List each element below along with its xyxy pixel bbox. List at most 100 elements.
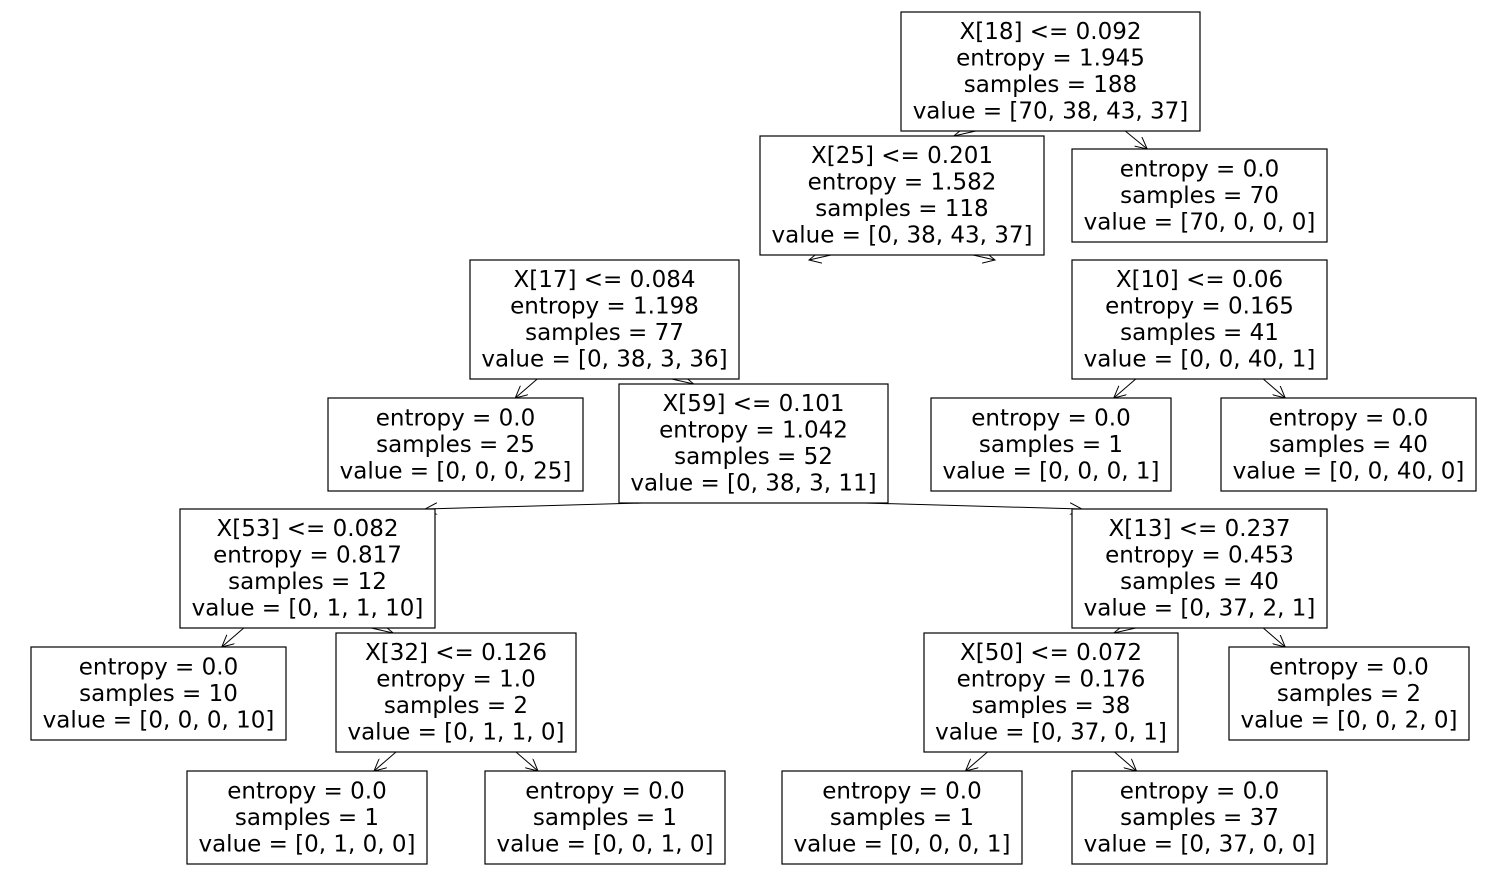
node-box <box>930 397 1172 492</box>
node-line: samples = 1 <box>979 432 1123 458</box>
node-box <box>923 632 1179 753</box>
node-line: value = [0, 38, 43, 37] <box>772 223 1033 249</box>
node-box <box>1228 646 1470 741</box>
edge-n1-n4 <box>972 255 995 260</box>
node-box <box>327 397 584 492</box>
node-line: samples = 70 <box>1120 183 1279 209</box>
node-line: X[18] <= 0.092 <box>960 19 1142 45</box>
node-box <box>759 135 1045 256</box>
node-line: samples = 25 <box>376 432 535 458</box>
node-line: entropy = 1.0 <box>376 667 535 693</box>
node-line: value = [0, 38, 3, 36] <box>481 347 727 373</box>
node-line: samples = 38 <box>972 693 1131 719</box>
edge-n3-n5 <box>515 378 538 398</box>
node-line: entropy = 0.0 <box>1120 778 1279 804</box>
node-line: samples = 1 <box>830 805 974 831</box>
node-line: entropy = 0.0 <box>525 778 684 804</box>
edge-n4-n8 <box>1262 378 1285 398</box>
node-line: entropy = 0.176 <box>957 667 1146 693</box>
edge-n12-n15 <box>374 751 397 771</box>
node-line: value = [0, 0, 40, 1] <box>1084 347 1316 373</box>
node-box <box>1071 259 1328 380</box>
edge-n6-n9 <box>425 502 643 509</box>
node-box <box>179 508 436 629</box>
node-line: samples = 52 <box>674 444 833 470</box>
edge-n9-n11 <box>222 627 245 647</box>
node-line: entropy = 1.198 <box>510 294 699 320</box>
edge-n3-n6 <box>671 379 694 384</box>
node-line: value = [0, 0, 0, 10] <box>43 707 275 733</box>
node-box <box>618 383 889 504</box>
edge-n10-n14 <box>1262 627 1285 647</box>
node-box <box>900 11 1201 132</box>
edge-n0-n1 <box>954 131 976 136</box>
node-line: samples = 1 <box>235 805 379 831</box>
node-box <box>186 770 428 865</box>
node-box <box>484 770 726 865</box>
node-line: entropy = 0.0 <box>79 654 238 680</box>
tree-edges <box>222 131 1286 771</box>
node-line: value = [0, 0, 40, 0] <box>1233 458 1465 484</box>
node-box <box>1071 770 1328 865</box>
node-box <box>1071 148 1328 243</box>
node-line: value = [0, 1, 1, 0] <box>347 720 564 746</box>
edge-n10-n13 <box>1114 628 1136 633</box>
node-line: samples = 1 <box>533 805 677 831</box>
node-line: samples = 40 <box>1120 569 1279 595</box>
edge-n13-n18 <box>1114 751 1137 771</box>
node-line: value = [0, 0, 0, 25] <box>340 458 572 484</box>
node-line: samples = 77 <box>525 320 684 346</box>
node-line: value = [0, 38, 3, 11] <box>630 471 876 497</box>
node-line: X[10] <= 0.06 <box>1116 267 1283 293</box>
node-box <box>335 632 577 753</box>
node-line: entropy = 0.0 <box>1120 156 1279 182</box>
edge-n13-n17 <box>966 751 988 771</box>
node-line: samples = 2 <box>384 693 528 719</box>
node-line: entropy = 0.0 <box>822 778 981 804</box>
node-line: value = [70, 0, 0, 0] <box>1084 209 1316 235</box>
node-line: X[59] <= 0.101 <box>663 391 845 417</box>
node-line: value = [0, 1, 1, 10] <box>192 596 424 622</box>
node-line: value = [70, 38, 43, 37] <box>913 99 1189 125</box>
node-line: value = [0, 37, 0, 0] <box>1084 831 1316 857</box>
node-line: entropy = 0.817 <box>213 543 402 569</box>
node-line: entropy = 0.165 <box>1105 294 1294 320</box>
node-box <box>469 259 740 380</box>
node-line: value = [0, 1, 0, 0] <box>198 831 415 857</box>
node-line: entropy = 0.0 <box>971 405 1130 431</box>
node-line: entropy = 1.945 <box>956 46 1145 72</box>
node-box <box>1071 508 1328 629</box>
edge-n12-n16 <box>515 751 538 771</box>
node-line: value = [0, 0, 2, 0] <box>1240 707 1457 733</box>
edge-n9-n12 <box>371 628 393 633</box>
node-line: samples = 10 <box>79 681 238 707</box>
node-line: value = [0, 0, 0, 1] <box>942 458 1159 484</box>
node-line: entropy = 1.582 <box>808 170 997 196</box>
node-line: entropy = 0.0 <box>1269 405 1428 431</box>
node-line: X[53] <= 0.082 <box>217 516 399 542</box>
node-line: value = [0, 0, 1, 0] <box>496 831 713 857</box>
node-line: entropy = 0.0 <box>1269 654 1428 680</box>
node-line: X[17] <= 0.084 <box>514 267 696 293</box>
node-line: samples = 37 <box>1120 805 1279 831</box>
node-line: value = [0, 37, 2, 1] <box>1084 596 1316 622</box>
